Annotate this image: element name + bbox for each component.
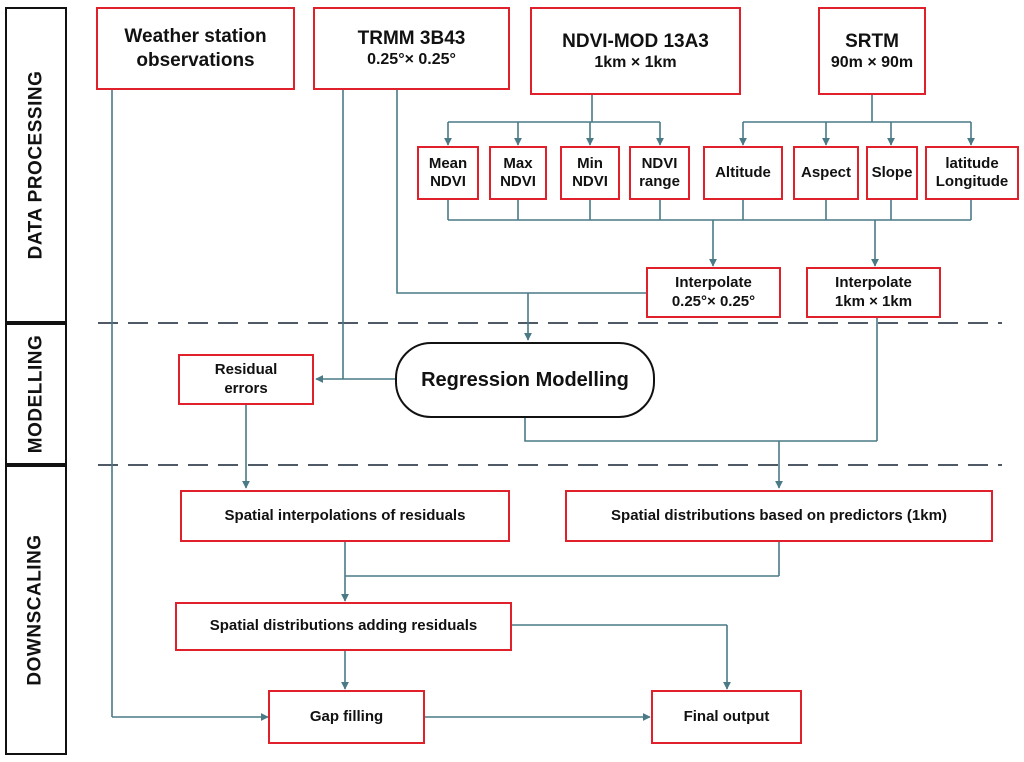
srtm-box: SRTM 90m × 90m [818,7,926,95]
ndvi-source-box: NDVI-MOD 13A3 1km × 1km [530,7,741,95]
interpolate-fine-line2: 1km × 1km [834,292,913,310]
spatial-distributions-predictors-box: Spatial distributions based on predictor… [565,490,993,542]
interpolate-coarse-line1: Interpolate [675,274,752,292]
spatial-interpolation-residuals-label: Spatial interpolations of residuals [224,506,466,524]
stage-modelling: MODELLING [5,323,67,465]
spatial-distributions-adding-residuals-box: Spatial distributions adding residuals [175,602,512,651]
aspect-box: Aspect [793,146,859,200]
stage-modelling-label: MODELLING [25,334,46,454]
ndvi-range-box: NDVI range [629,146,690,200]
interpolate-fine-line1: Interpolate [835,274,912,292]
spatial-distributions-adding-residuals-label: Spatial distributions adding residuals [209,617,478,635]
gap-filling-box: Gap filling [268,690,425,744]
latitude-line: latitude [945,154,999,172]
max-ndvi-line2: NDVI [500,173,536,190]
min-ndvi-line1: Min [577,154,603,172]
weather-station-line1: Weather station [124,26,267,48]
longitude-line: Longitude [935,173,1009,190]
weather-station-box: Weather station observations [96,7,295,90]
trmm-box: TRMM 3B43 0.25°× 0.25° [313,7,510,90]
stage-separators [98,322,1002,466]
mean-ndvi-line2: NDVI [430,173,466,190]
residual-errors-line2: errors [224,379,268,397]
interpolate-coarse-box: Interpolate 0.25°× 0.25° [646,267,781,318]
interpolate-fine-box: Interpolate 1km × 1km [806,267,941,318]
min-ndvi-line2: NDVI [572,173,608,190]
mean-ndvi-line1: Mean [428,154,468,172]
min-ndvi-box: Min NDVI [560,146,620,200]
trmm-line2: 0.25°× 0.25° [367,51,456,69]
max-ndvi-box: Max NDVI [489,146,547,200]
trmm-line1: TRMM 3B43 [357,28,466,50]
spatial-interpolation-residuals-box: Spatial interpolations of residuals [180,490,510,542]
residual-errors-box: Residual errors [178,354,314,405]
max-ndvi-line1: Max [503,154,533,172]
regression-modelling-label: Regression Modelling [421,368,629,391]
stage-downscaling: DOWNSCALING [5,465,67,755]
spatial-distributions-predictors-label: Spatial distributions based on predictor… [611,506,947,524]
regression-modelling-node: Regression Modelling [395,342,655,418]
final-output-box: Final output [651,690,802,744]
slope-box: Slope [866,146,918,200]
interpolate-coarse-line2: 0.25°× 0.25° [671,292,756,310]
weather-station-line2: observations [136,49,255,71]
ndvi-source-line2: 1km × 1km [594,53,677,71]
altitude-label: Altitude [715,163,771,181]
ndvi-source-line1: NDVI-MOD 13A3 [562,30,709,52]
latitude-longitude-box: latitude Longitude [925,146,1019,200]
ndvi-range-line1: NDVI [641,154,678,172]
gap-filling-label: Gap filling [309,707,384,725]
altitude-box: Altitude [703,146,783,200]
mean-ndvi-box: Mean NDVI [417,146,479,200]
ndvi-range-line2: range [639,173,680,190]
srtm-line2: 90m × 90m [830,53,914,71]
residual-errors-line1: Residual [214,361,278,379]
final-output-label: Final output [683,707,770,725]
stage-data-processing-label: DATA PROCESSING [25,70,46,260]
stage-downscaling-label: DOWNSCALING [25,534,46,686]
stage-data-processing: DATA PROCESSING [5,7,67,323]
srtm-line1: SRTM [845,30,899,52]
slope-label: Slope [871,163,913,181]
aspect-label: Aspect [800,163,852,181]
